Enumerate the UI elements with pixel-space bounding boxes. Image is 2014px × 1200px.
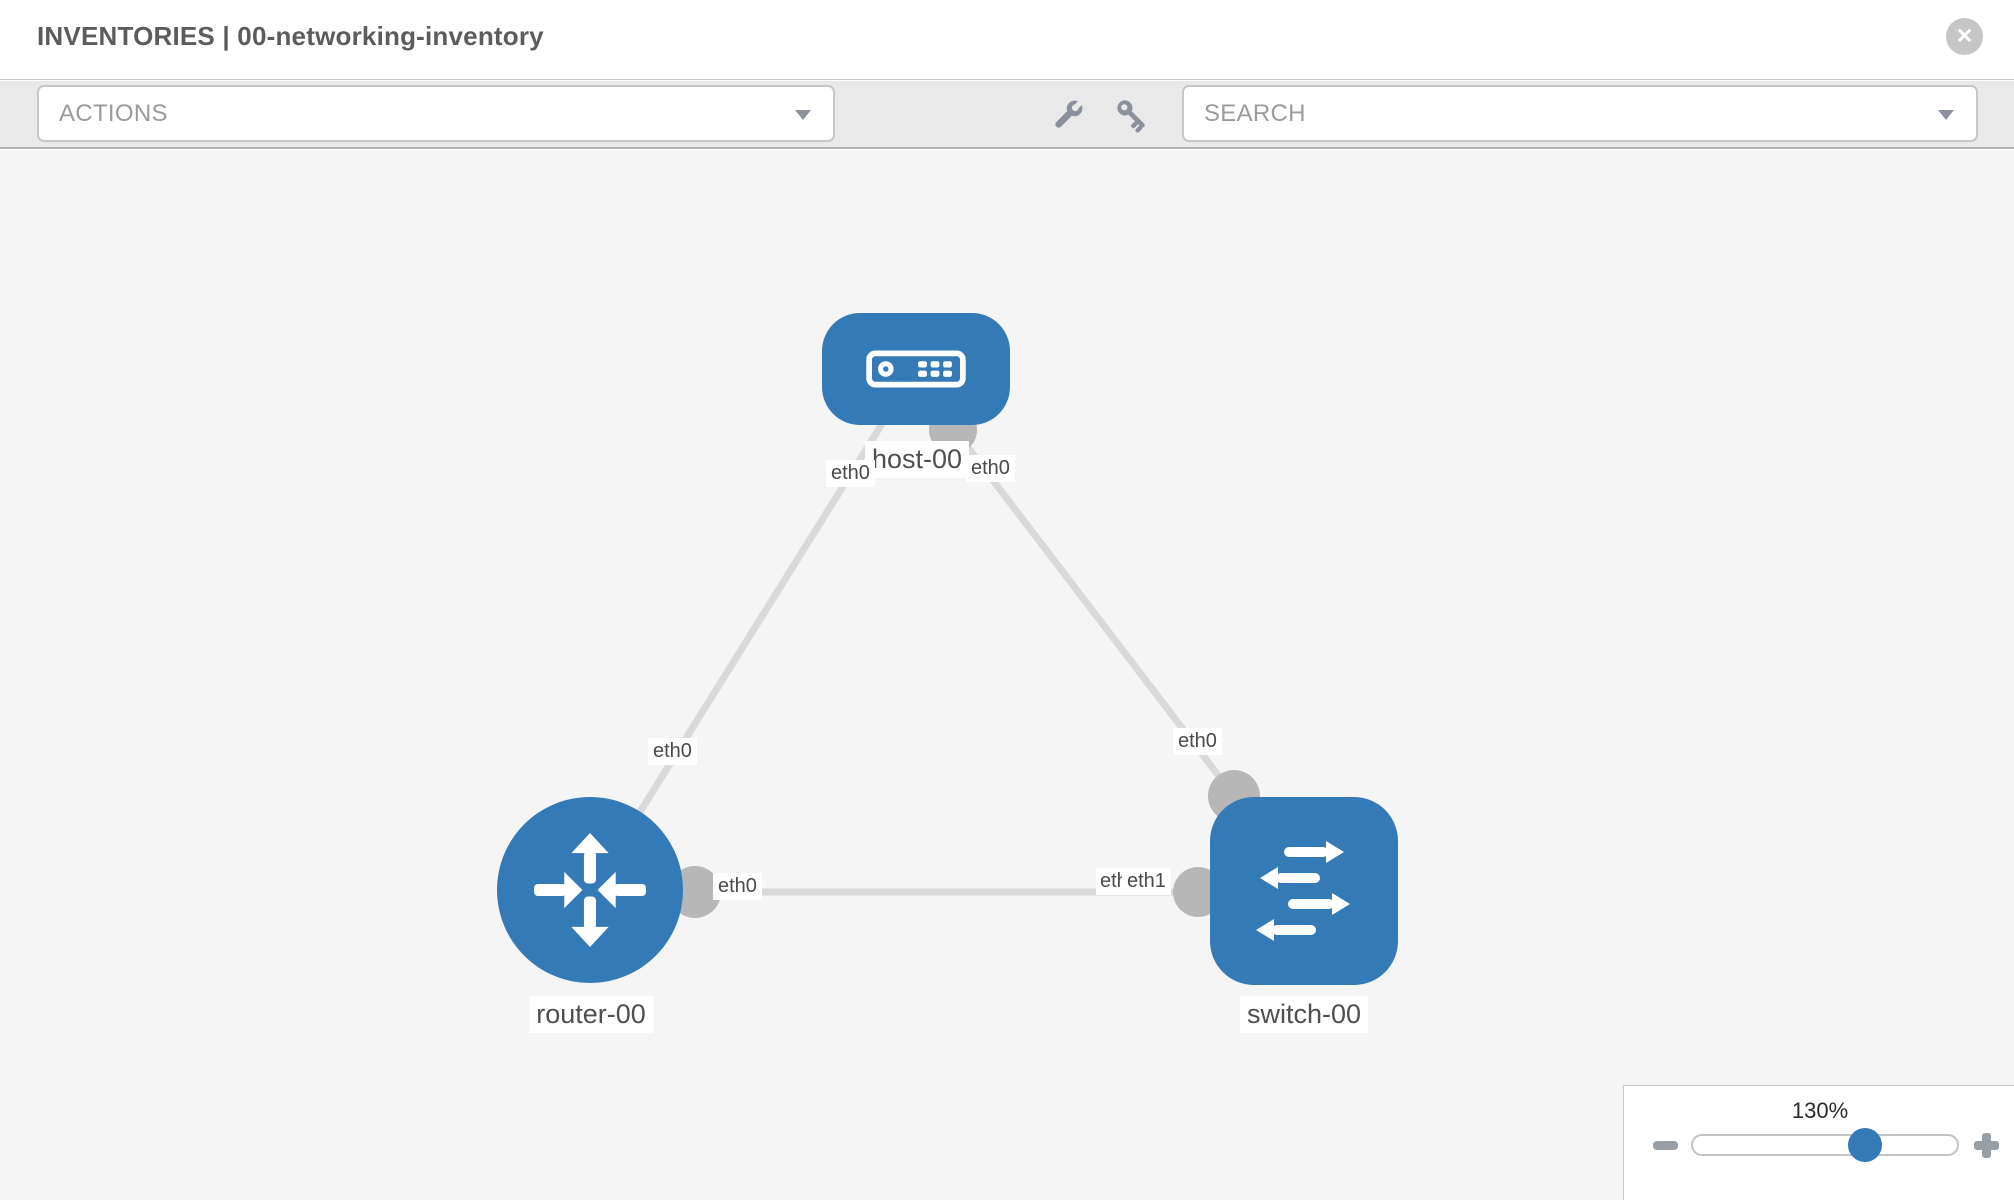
zoom-control-panel: 130% bbox=[1623, 1085, 2014, 1200]
node-label-host: host-00 bbox=[864, 441, 970, 478]
links-layer bbox=[587, 393, 1304, 918]
switch-icon bbox=[1256, 841, 1350, 941]
if-label-router-switch-switch-end: eth0 eth1 bbox=[1096, 868, 1171, 895]
node-switch-00[interactable] bbox=[1210, 797, 1398, 985]
plus-icon bbox=[1982, 1133, 1991, 1158]
node-label-router: router-00 bbox=[529, 996, 653, 1033]
node-label-switch: switch-00 bbox=[1239, 996, 1369, 1033]
if-label-host-router-host-end: eth0 bbox=[826, 460, 875, 487]
if-label-router-switch-router-end: eth0 bbox=[713, 873, 762, 900]
page-title: INVENTORIES | 00-networking-inventory bbox=[37, 21, 544, 51]
topology-canvas[interactable]: host-00 router-00 switch-00 eth0 eth0 et… bbox=[0, 150, 2014, 1200]
actions-dropdown[interactable]: ACTIONS bbox=[37, 85, 835, 142]
key-icon bbox=[1117, 100, 1145, 133]
tools-button[interactable] bbox=[1046, 93, 1090, 137]
zoom-percent-label: 130% bbox=[1791, 1098, 1849, 1123]
search-dropdown[interactable]: SEARCH bbox=[1182, 85, 1978, 142]
zoom-slider-thumb[interactable] bbox=[1847, 1128, 1882, 1162]
if-label-host-switch-host-end: eth0 bbox=[966, 455, 1015, 482]
search-dropdown-label: SEARCH bbox=[1204, 99, 1306, 127]
chevron-down-icon bbox=[795, 109, 811, 120]
titlebar: INVENTORIES | 00-networking-inventory ✕ bbox=[0, 0, 2014, 80]
zoom-out-button[interactable] bbox=[1647, 1127, 1683, 1163]
if-label-clipped: eth0 bbox=[1096, 868, 1122, 895]
node-router-00[interactable] bbox=[497, 797, 683, 983]
node-host-00[interactable] bbox=[822, 313, 1010, 425]
zoom-in-button[interactable] bbox=[1968, 1127, 2004, 1163]
zoom-slider[interactable] bbox=[1691, 1128, 1959, 1162]
toolbar: ACTIONS bbox=[0, 81, 2014, 149]
close-icon: ✕ bbox=[1955, 25, 1974, 48]
chevron-down-icon bbox=[1938, 109, 1954, 120]
close-button[interactable]: ✕ bbox=[1946, 18, 1983, 55]
host-icon bbox=[866, 350, 966, 388]
minus-icon bbox=[1653, 1141, 1678, 1150]
credentials-button[interactable] bbox=[1110, 93, 1154, 137]
if-label-host-switch-switch-end: eth0 bbox=[1173, 728, 1222, 755]
if-label-eth1: eth1 bbox=[1122, 868, 1171, 895]
router-icon bbox=[534, 833, 646, 947]
if-label-host-router-router-end: eth0 bbox=[648, 738, 697, 765]
actions-dropdown-label: ACTIONS bbox=[59, 99, 168, 127]
wrench-icon bbox=[1055, 98, 1085, 128]
